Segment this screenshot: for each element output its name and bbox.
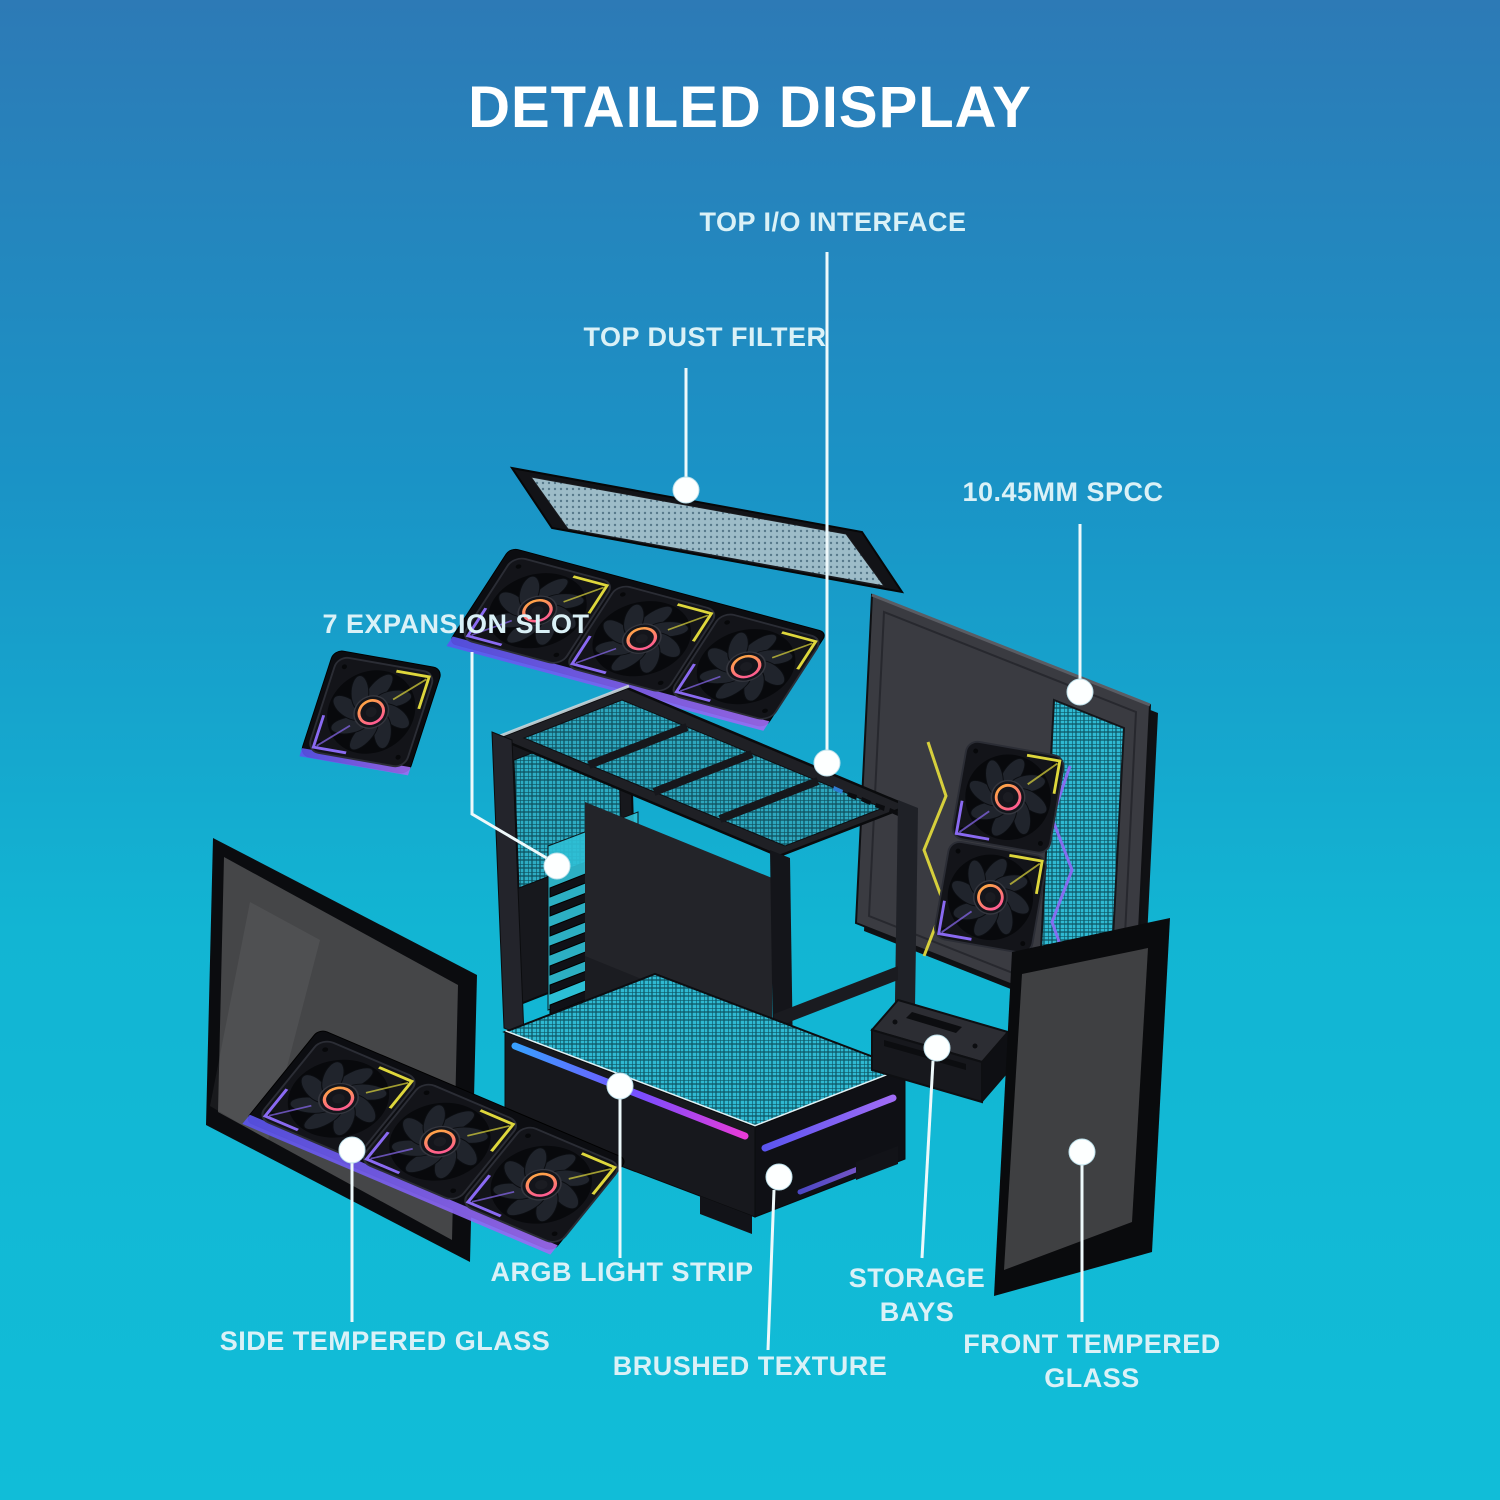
callout-expansion-slot: 7 EXPANSION SLOT [322,609,590,639]
top-fan-unit [446,548,825,731]
callout-top-io-interface: TOP I/O INTERFACE [699,207,967,237]
callout-top-dust-filter: TOP DUST FILTER [583,322,827,352]
callout-brushed-texture: BRUSHED TEXTURE [612,1351,888,1381]
front-tempered-glass-part [994,918,1170,1296]
leader-dots [338,476,1096,1191]
page-title: DETAILED DISPLAY [468,75,1032,140]
callout-side-tempered-glass: SIDE TEMPERED GLASS [219,1326,551,1356]
leader-lines [350,252,1084,1351]
main-chassis [491,684,918,1234]
top-io-ports [833,786,899,816]
leader-brushed [766,1189,776,1351]
top-dust-filter-part [509,466,905,594]
callout-front-tempered-glass: FRONT TEMPERED GLASS [963,1329,1221,1393]
storage-bays-bracket [870,998,1010,1104]
leader-storage [920,1060,935,1259]
callout-spcc: 10.45MM SPCC [962,477,1164,507]
single-fan [299,650,441,776]
bottom-fan-unit [242,1030,625,1255]
callout-storage-bays: STORAGE BAYS [848,1263,986,1327]
callout-argb-light-strip: ARGB LIGHT STRIP [490,1257,754,1287]
leader-expansion [470,652,551,862]
